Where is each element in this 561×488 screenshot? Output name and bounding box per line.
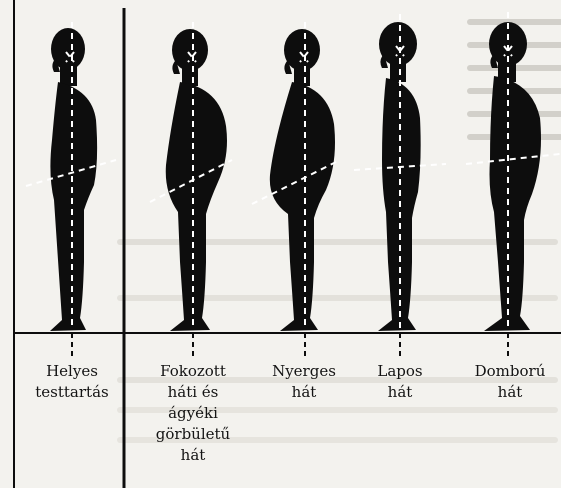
caption-line: ágyéki — [140, 403, 246, 424]
figure-helyes — [50, 28, 97, 331]
caption-lapos: Lapos hát — [362, 361, 438, 403]
caption-line: Domború — [462, 361, 558, 382]
caption-line: hát — [140, 445, 246, 466]
caption-line: görbületű — [140, 424, 246, 445]
caption-line: háti és — [140, 382, 246, 403]
guides-lapos — [354, 14, 446, 330]
caption-line: Fokozott — [140, 361, 246, 382]
caption-line: hát — [462, 382, 558, 403]
caption-nyerges: Nyerges hát — [258, 361, 350, 403]
figure-fokozott — [166, 29, 227, 331]
figure-nyerges — [270, 29, 335, 331]
caption-dombor: Domború hát — [462, 361, 558, 403]
caption-line: hát — [362, 382, 438, 403]
caption-helyes: Helyes testtartás — [22, 361, 122, 403]
caption-line: testtartás — [22, 382, 122, 403]
caption-fokozott: Fokozott háti és ágyéki görbületű hát — [140, 361, 246, 466]
caption-line: Lapos — [362, 361, 438, 382]
caption-line: hát — [258, 382, 350, 403]
caption-line: Nyerges — [258, 361, 350, 382]
caption-line: Helyes — [22, 361, 122, 382]
figure-lapos — [378, 22, 421, 331]
